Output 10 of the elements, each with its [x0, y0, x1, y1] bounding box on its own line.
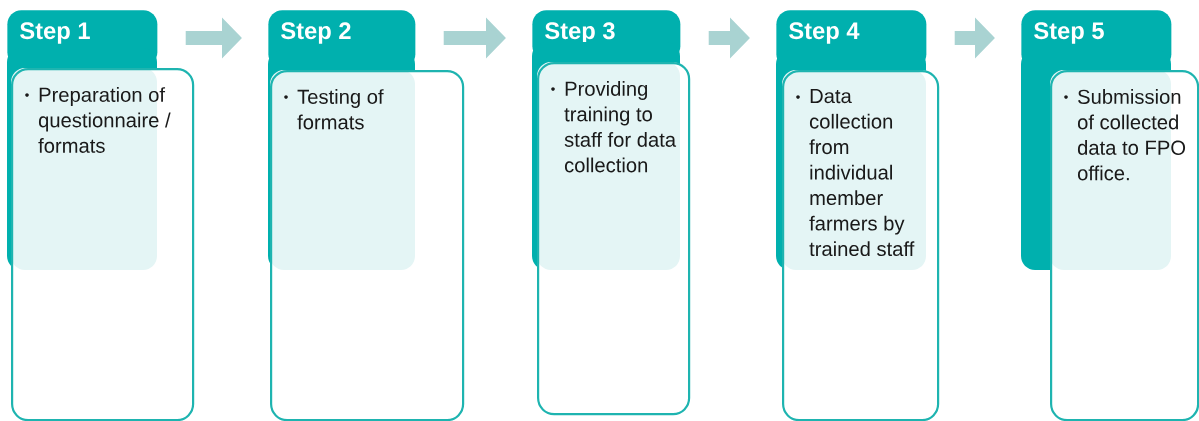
node-label: Step 2 — [281, 22, 351, 44]
step-body-box: Data collection from individual member farmers by trained staff — [776, 50, 940, 421]
step-body-box: Providing training to staff for data collection — [532, 42, 691, 416]
node-label: Step 3 — [545, 22, 615, 44]
step-body-box: Preparation of questionnaire / formats — [7, 48, 195, 421]
node-label: Step 5 — [1034, 22, 1104, 44]
step-body-box: Submission of collected data to FPO office. — [1021, 50, 1199, 421]
node-label: Step 4 — [789, 22, 860, 44]
step-body-box: Testing of formats — [268, 50, 465, 421]
node-label: Step 1 — [20, 22, 90, 44]
